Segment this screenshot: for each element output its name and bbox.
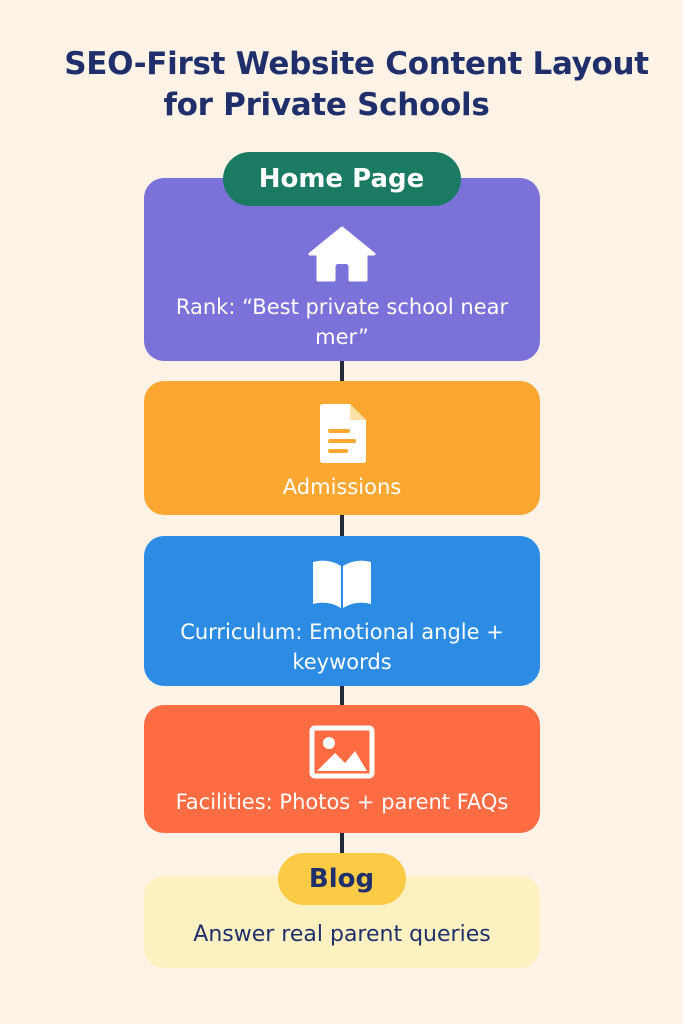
curriculum-label: Curriculum: Emotional angle + keywords — [180, 620, 504, 674]
facilities-label: Facilities: Photos + parent FAQs — [175, 790, 509, 814]
admissions-card: Admissions — [144, 381, 540, 515]
home-icon — [306, 222, 378, 290]
home-page-badge: Home Page — [222, 152, 461, 206]
open-book-icon — [310, 558, 374, 614]
blog-badge: Blog — [277, 853, 406, 905]
title-line-1: SEO-First Website Content Layout — [64, 46, 649, 82]
facilities-card: Facilities: Photos + parent FAQs — [144, 705, 540, 833]
curriculum-card: Curriculum: Emotional angle + keywords — [144, 536, 540, 686]
title-line-2: for Private Schools — [163, 87, 490, 123]
page-title: SEO-First Website Content Layout for Pri… — [0, 44, 683, 126]
admissions-label: Admissions — [282, 475, 402, 499]
image-icon — [309, 725, 375, 783]
document-icon — [316, 403, 368, 469]
home-page-label: Rank: “Best private school near mer” — [175, 295, 509, 349]
blog-label: Answer real parent queries — [193, 922, 491, 947]
home-page-card: Rank: “Best private school near mer” — [144, 178, 540, 361]
